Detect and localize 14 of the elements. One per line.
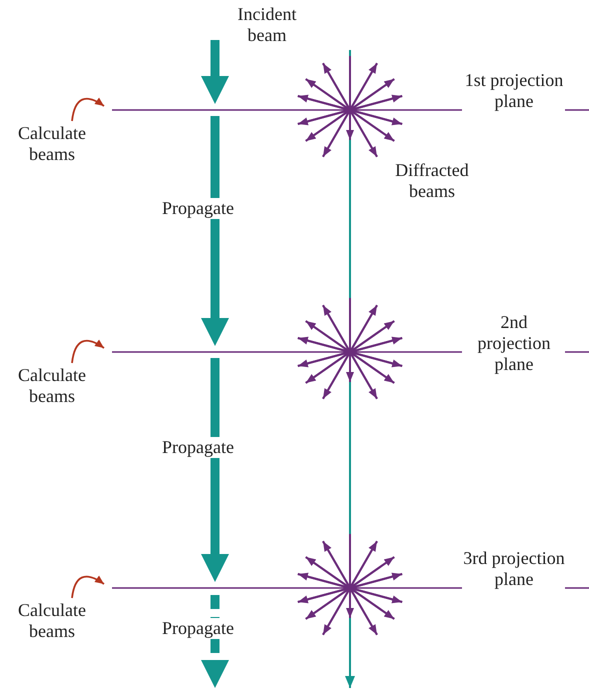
step-label: Propagate	[160, 198, 236, 219]
beam-label: Incident beam	[236, 4, 298, 46]
plane-label: 1st projection plane	[464, 70, 564, 112]
plane-label: 3rd projection plane	[462, 548, 566, 590]
step-label: Calculate beams	[6, 123, 98, 165]
arrow	[71, 98, 104, 122]
arrow	[71, 576, 104, 598]
step-label: Propagate	[160, 618, 236, 639]
arrow	[71, 340, 104, 364]
beams-label: Diffracted beams	[394, 160, 470, 202]
plane-label: 2nd projection plane	[476, 312, 552, 375]
step-label: Calculate beams	[6, 600, 98, 642]
step-label: Propagate	[160, 437, 236, 458]
step-label: Calculate beams	[6, 365, 98, 407]
